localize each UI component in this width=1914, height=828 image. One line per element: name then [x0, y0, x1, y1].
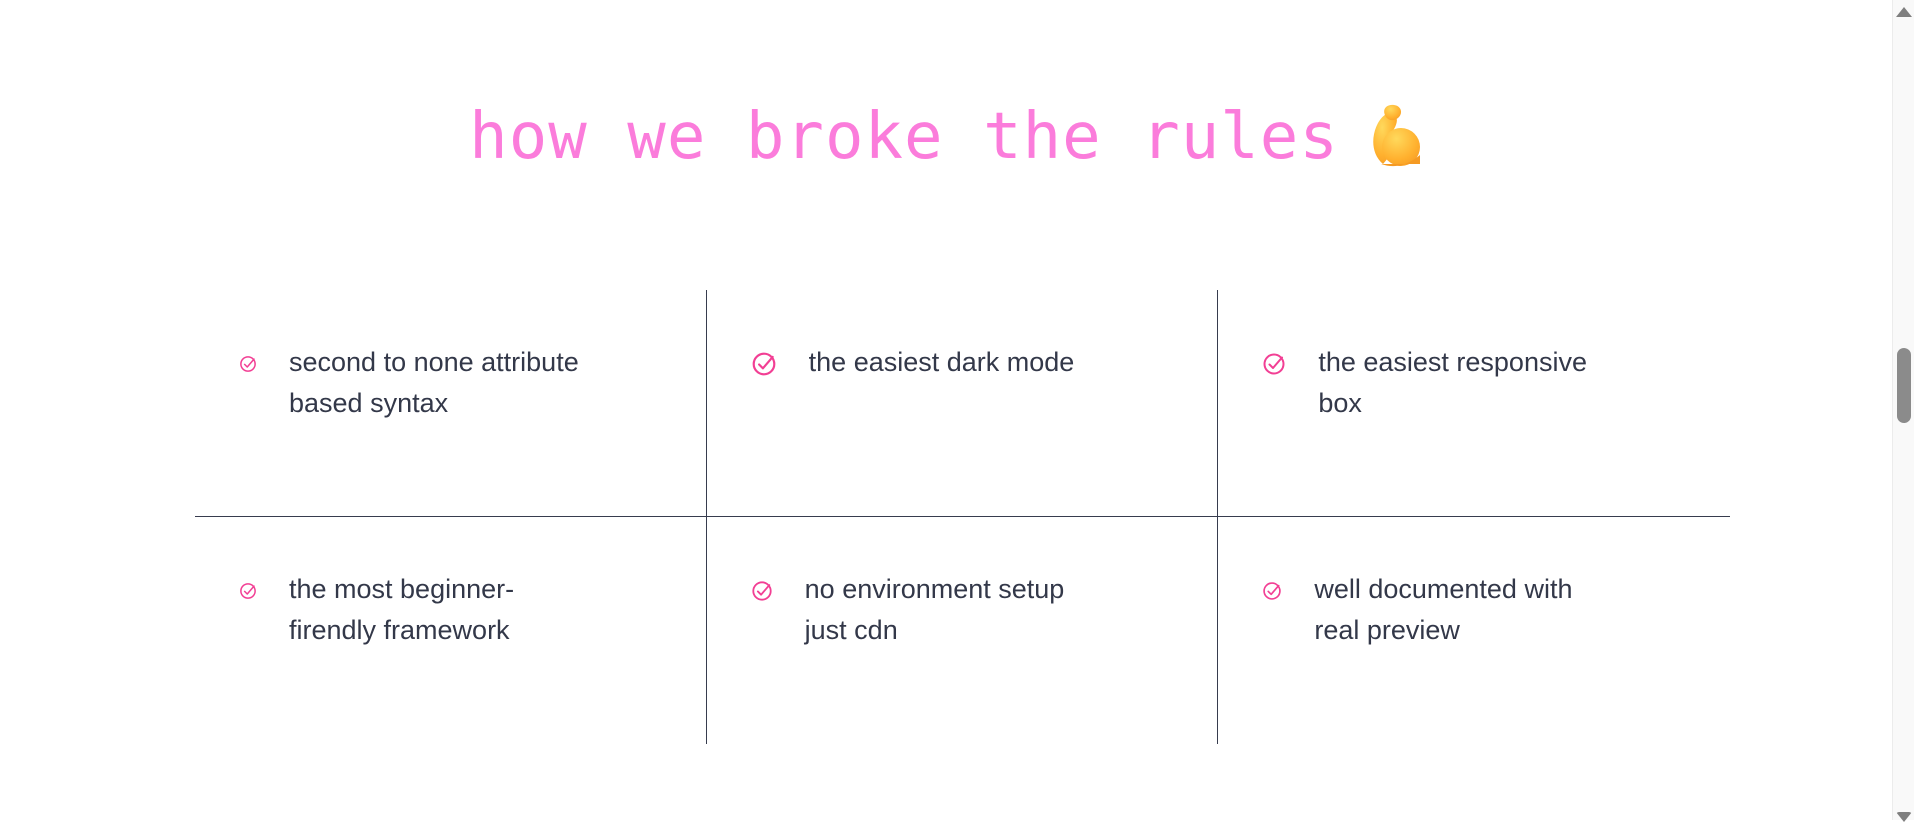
- check-circle-icon: [751, 351, 777, 377]
- scroll-up-button[interactable]: [1893, 0, 1914, 22]
- feature-item: the easiest dark mode: [706, 290, 1219, 517]
- feature-text: the easiest dark mode: [808, 347, 1075, 377]
- feature-item: second to none attribute based syntax: [195, 290, 707, 517]
- vertical-scrollbar[interactable]: [1892, 0, 1914, 822]
- features-grid: second to none attribute based syntax th…: [195, 290, 1730, 744]
- feature-text: well documented with real preview: [1314, 574, 1573, 645]
- feature-item: the easiest responsive box: [1218, 290, 1730, 517]
- feature-item: the most beginner- firendly framework: [195, 517, 707, 744]
- up-arrow-icon: [1895, 7, 1912, 17]
- check-circle-icon: [1262, 581, 1282, 601]
- feature-item: well documented with real preview: [1218, 517, 1730, 744]
- feature-item: no environment setup just cdn: [707, 517, 1219, 744]
- check-circle-icon: [239, 355, 257, 373]
- down-arrow-icon: [1895, 812, 1912, 822]
- feature-text: second to none attribute based syntax: [289, 347, 579, 418]
- feature-text: the most beginner- firendly framework: [289, 574, 515, 645]
- page-title-text: how we broke the rules: [469, 100, 1339, 174]
- flexed-biceps-icon: [1359, 104, 1423, 168]
- check-circle-icon: [1262, 352, 1286, 376]
- check-circle-icon: [751, 580, 773, 602]
- page-title: how we broke the rules: [0, 100, 1892, 174]
- feature-text: no environment setup just cdn: [804, 574, 1065, 645]
- scroll-down-button[interactable]: [1893, 806, 1914, 828]
- feature-text: the easiest responsive box: [1318, 347, 1587, 418]
- check-circle-icon: [239, 582, 257, 600]
- scrollbar-thumb[interactable]: [1896, 348, 1911, 423]
